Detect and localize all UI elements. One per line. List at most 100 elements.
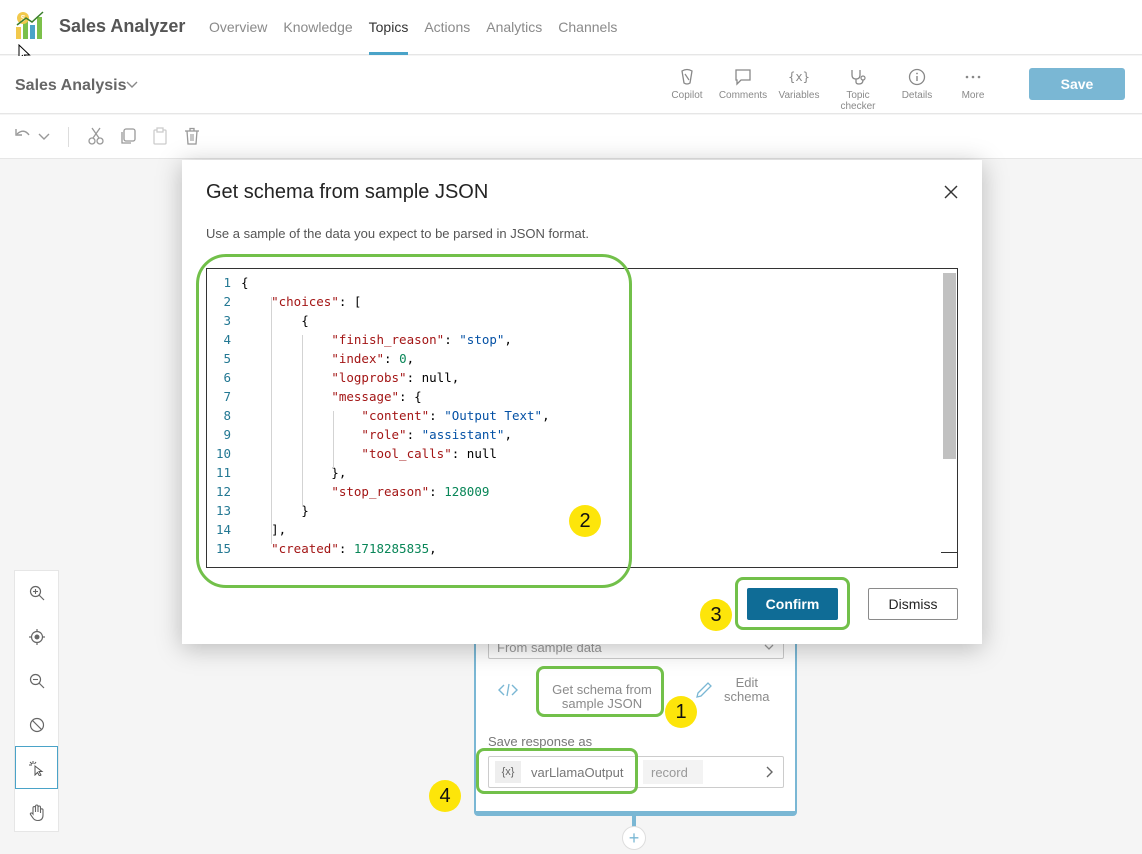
topic-checker-label: Topic checker	[840, 90, 876, 112]
dialog-description: Use a sample of the data you expect to b…	[206, 226, 589, 241]
code-text: }	[241, 503, 309, 518]
svg-text:{x}: {x}	[788, 70, 810, 84]
line-number: 9	[223, 427, 231, 442]
target-icon	[28, 628, 45, 645]
select-mode-button[interactable]	[15, 746, 58, 789]
editor-scrollbar[interactable]	[943, 269, 957, 567]
tab-actions[interactable]: Actions	[424, 19, 471, 35]
variables-label: Variables	[778, 90, 820, 101]
zoom-out-button[interactable]	[15, 659, 58, 702]
variable-icon: {x}	[788, 70, 810, 84]
recenter-button[interactable]	[15, 615, 58, 658]
get-schema-dialog: Get schema from sample JSON Use a sample…	[182, 160, 982, 644]
svg-text:$: $	[21, 14, 26, 23]
annotation-badge-4: 4	[429, 780, 461, 812]
edit-schema-label-line2: schema	[724, 689, 770, 704]
chevron-down-icon[interactable]	[36, 126, 52, 146]
details-button[interactable]: Details	[887, 68, 947, 101]
topic-checker-button[interactable]: Topic checker	[828, 68, 888, 112]
zoom-in-icon	[29, 585, 44, 600]
code-text: "tool_calls": null	[361, 446, 497, 461]
cut-icon[interactable]	[86, 126, 106, 146]
code-icon	[498, 683, 518, 697]
close-icon[interactable]	[942, 183, 960, 201]
code-text: },	[241, 465, 347, 480]
get-schema-label-line2: sample JSON	[561, 696, 643, 711]
stethoscope-icon	[851, 70, 866, 85]
highlight-json-editor	[196, 254, 632, 588]
tab-knowledge[interactable]: Knowledge	[283, 19, 353, 35]
code-text: "logprobs": null,	[331, 370, 460, 385]
toolbar-divider	[68, 127, 69, 147]
get-schema-from-sample-button[interactable]: Get schema from sample JSON	[542, 675, 662, 715]
no-minimap-icon	[29, 717, 44, 732]
code-text: "message": {	[331, 389, 422, 404]
line-number: 8	[223, 408, 231, 423]
copilot-button[interactable]: Copilot	[657, 68, 717, 101]
code-text: "content": "Output Text",	[361, 408, 550, 423]
pan-mode-button[interactable]	[15, 791, 58, 834]
zoom-in-button[interactable]	[15, 571, 58, 614]
more-button[interactable]: More	[943, 68, 1003, 101]
tab-topics[interactable]: Topics	[361, 0, 417, 55]
tab-overview[interactable]: Overview	[209, 19, 268, 35]
minimap-toggle-button[interactable]	[15, 703, 58, 746]
details-label: Details	[901, 90, 933, 101]
info-icon	[908, 68, 926, 86]
comments-button[interactable]: Comments	[713, 68, 773, 101]
dismiss-button[interactable]: Dismiss	[868, 588, 958, 620]
line-number: 13	[215, 503, 231, 518]
ellipsis-icon	[965, 75, 981, 79]
code-text: "choices": [	[271, 294, 362, 309]
zoom-out-icon	[29, 673, 44, 688]
app-logo-icon: $	[16, 11, 44, 39]
confirm-button[interactable]: Confirm	[747, 588, 838, 620]
tab-channels[interactable]: Channels	[558, 19, 618, 35]
main-nav: Overview Knowledge Topics Actions Analyt…	[201, 0, 625, 55]
line-number: 1	[223, 275, 231, 290]
comment-icon	[735, 69, 751, 86]
line-number: 6	[223, 370, 231, 385]
edit-schema-label-line1: Edit	[735, 675, 758, 690]
delete-icon[interactable]	[182, 126, 202, 146]
annotation-badge-2: 2	[569, 505, 601, 537]
indent-guide	[271, 297, 272, 544]
indent-guide	[333, 411, 334, 468]
highlight-variable	[476, 748, 638, 794]
code-text: "role": "assistant",	[361, 427, 512, 442]
chevron-right-icon[interactable]	[763, 765, 775, 779]
indent-guide	[302, 335, 303, 506]
line-number: 15	[215, 541, 231, 556]
top-nav: $ Sales Analyzer Overview Knowledge Topi…	[0, 0, 1142, 55]
pencil-icon[interactable]	[694, 680, 714, 700]
variables-button[interactable]: {x} Variables	[769, 68, 829, 101]
sample-json-editor[interactable]: 1{2 "choices": [3 {4 "finish_reason": "s…	[206, 268, 958, 568]
dialog-title: Get schema from sample JSON	[206, 181, 489, 203]
chevron-down-icon[interactable]	[125, 78, 139, 92]
paste-icon	[153, 127, 167, 145]
copilot-icon	[681, 68, 693, 85]
line-number: 11	[215, 465, 231, 480]
undo-icon[interactable]	[12, 126, 32, 146]
copy-icon[interactable]	[118, 126, 138, 146]
add-node-button[interactable]: +	[622, 826, 646, 850]
chevron-down-icon	[764, 644, 774, 650]
code-text: "finish_reason": "stop",	[331, 332, 512, 347]
line-number: 14	[215, 522, 231, 537]
edit-schema-button[interactable]: Edit schema	[724, 676, 770, 704]
topic-name[interactable]: Sales Analysis	[15, 77, 127, 94]
annotation-badge-3: 3	[700, 599, 732, 631]
save-response-variable-field[interactable]: {x} varLlamaOutput record	[488, 756, 784, 788]
line-number: 12	[215, 484, 231, 499]
variable-name: varLlamaOutput	[531, 765, 624, 780]
save-button[interactable]: Save	[1029, 68, 1125, 100]
highlight-confirm	[735, 577, 850, 630]
select-pointer-icon	[28, 760, 43, 776]
editor-scrollbar-thumb[interactable]	[943, 273, 956, 459]
variable-type: record	[643, 760, 703, 784]
line-number: 4	[223, 332, 231, 347]
line-number: 7	[223, 389, 231, 404]
editor-scroll-indicator	[941, 552, 957, 553]
tab-analytics[interactable]: Analytics	[486, 19, 543, 35]
code-text: "created": 1718285835,	[271, 541, 437, 556]
